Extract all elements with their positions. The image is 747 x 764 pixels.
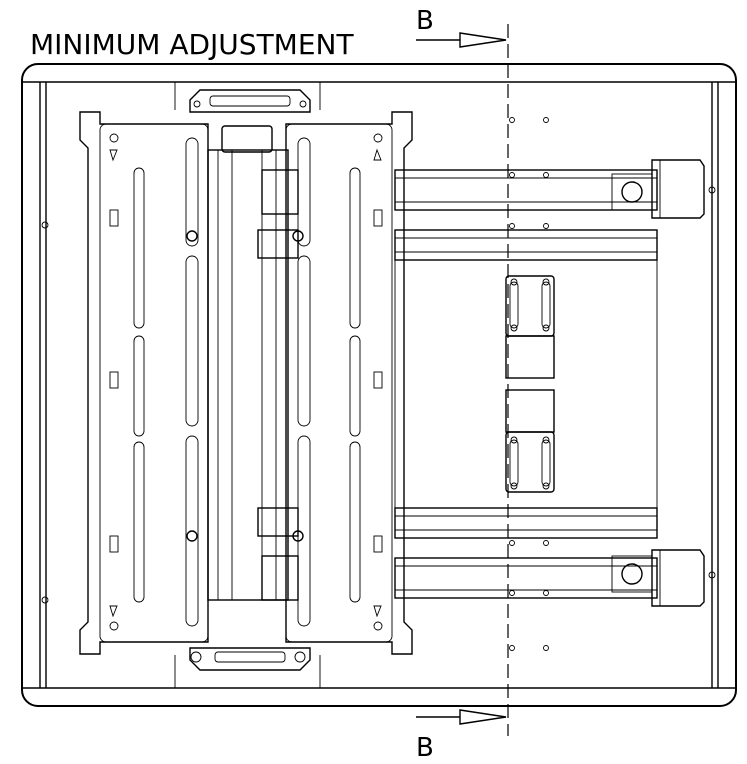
wall-plate-holes [509,117,549,651]
drawing-title: MINIMUM ADJUSTMENT [30,28,354,61]
section-label-top: B [416,6,434,36]
section-arrow-top [416,32,507,48]
bracket-plate-right [285,111,413,655]
center-bracket-top [505,275,555,379]
section-label-bottom: B [416,733,434,763]
arm-end-top [611,159,705,219]
section-arrow-bottom [416,709,507,725]
arm-end-bottom [611,549,705,607]
outer-frame [21,63,737,707]
top-handle-slot [221,125,273,153]
vertical-column [186,149,304,601]
arm-rails [394,169,658,599]
center-bracket-bottom [505,389,555,493]
bracket-plate-left [79,111,209,655]
bottom-clamp [189,647,311,671]
top-clamp [189,89,311,113]
